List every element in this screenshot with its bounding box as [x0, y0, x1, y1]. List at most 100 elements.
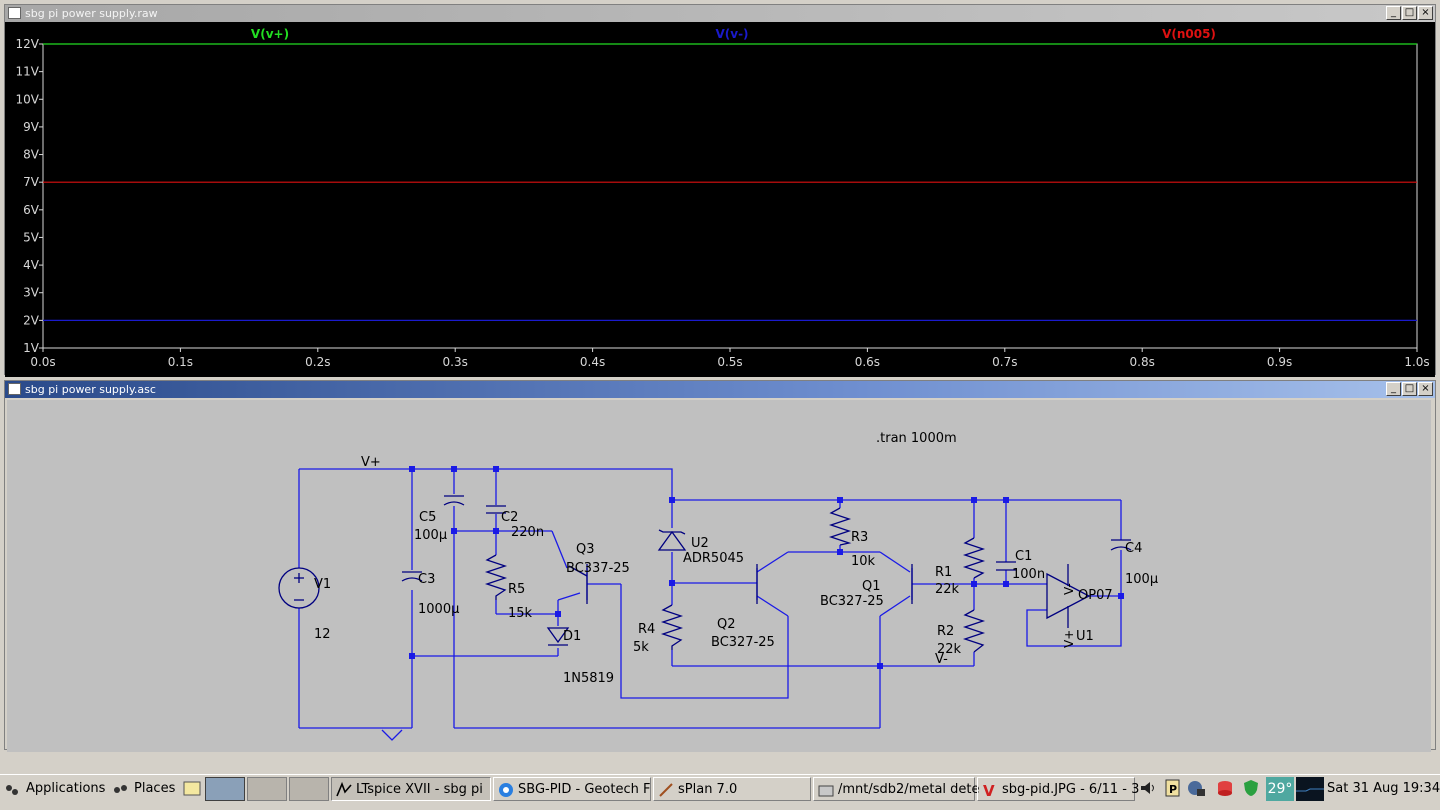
C2-ref: C2 — [501, 510, 518, 525]
ltspice-icon — [336, 781, 352, 798]
y-tick-label: 1V — [23, 341, 40, 355]
R1-ref: R1 — [935, 565, 952, 580]
junction-dots — [409, 466, 1124, 669]
waveform-icon — [8, 7, 21, 19]
U1-symbol[interactable] — [1046, 564, 1091, 628]
close-button[interactable]: × — [1418, 6, 1433, 20]
R1-value: 22k — [935, 582, 960, 597]
U2-symbol[interactable] — [657, 529, 687, 551]
workspace-1[interactable] — [205, 777, 245, 801]
network-icon[interactable] — [1187, 779, 1205, 797]
task-label: LTspice XVII - sbg pi — [356, 782, 483, 797]
C1-ref: C1 — [1015, 549, 1032, 564]
x-tick-label: 0.9s — [1267, 355, 1292, 369]
notes-launcher-icon[interactable] — [182, 777, 202, 801]
x-tick-label: 0.5s — [717, 355, 742, 369]
net-label-vplus: V+ — [361, 455, 381, 470]
C1-value: 100n — [1012, 567, 1045, 582]
svg-text:V: V — [983, 782, 995, 800]
Q1-ref: Q1 — [862, 579, 881, 594]
C5-ref: C5 — [419, 510, 436, 525]
y-tick-label: 3V — [23, 286, 40, 300]
x-tick-label: 0.1s — [168, 355, 193, 369]
clock[interactable]: Sat 31 Aug 19:34 — [1327, 781, 1440, 796]
y-tick-label: 5V — [23, 230, 40, 244]
minimize-button[interactable]: _ — [1386, 6, 1401, 20]
maximize-button[interactable]: □ — [1402, 6, 1417, 20]
C1-symbol[interactable] — [996, 561, 1016, 571]
applications-menu[interactable]: Applications — [4, 777, 108, 801]
y-tick-label: 6V — [23, 203, 40, 217]
workspace-3[interactable] — [289, 777, 329, 801]
Q3-symbol[interactable] — [568, 564, 588, 604]
volume-icon[interactable] — [1139, 779, 1157, 797]
y-tick-label: 2V — [23, 313, 40, 327]
viewer-icon: V — [982, 782, 998, 800]
maximize-button[interactable]: □ — [1402, 382, 1417, 396]
task-file-manager[interactable]: /mnt/sdb2/metal dete — [813, 777, 980, 801]
C2-symbol[interactable] — [486, 505, 506, 514]
C5-symbol[interactable] — [443, 495, 465, 506]
R3-symbol[interactable] — [828, 507, 852, 546]
R2-symbol[interactable] — [962, 609, 986, 653]
close-button[interactable]: × — [1418, 382, 1433, 396]
U2-value: ADR5045 — [683, 551, 744, 566]
component-symbols — [278, 495, 1132, 653]
tran-directive[interactable]: .tran 1000m — [876, 431, 957, 446]
y-tick-label: 11V — [16, 65, 40, 79]
trace-legend-label[interactable]: V(v+) — [251, 27, 289, 41]
U1-vplus-pin: V+ — [1062, 630, 1076, 648]
U1-ref: U1 — [1076, 629, 1094, 644]
clipboard-icon[interactable]: P — [1164, 779, 1182, 797]
weather-temperature[interactable]: 29° — [1266, 777, 1294, 801]
schematic-window-title: sbg pi power supply.asc — [25, 383, 156, 396]
C5-value: 100µ — [414, 528, 447, 543]
y-tick-label: 8V — [23, 148, 40, 162]
x-tick-label: 0.7s — [992, 355, 1017, 369]
y-tick-label: 10V — [16, 92, 40, 106]
taskbar: Applications Places LTspice XVII - sbg p… — [0, 774, 1440, 802]
workspace-2[interactable] — [247, 777, 287, 801]
plot-window-titlebar[interactable]: sbg pi power supply.raw _ □ × — [5, 5, 1435, 22]
V1-ref: V1 — [314, 577, 331, 592]
y-tick-label: 4V — [23, 258, 40, 272]
schematic-icon — [8, 383, 21, 395]
x-tick-label: 0.0s — [30, 355, 55, 369]
schematic-canvas[interactable]: .tran 1000m V+ V- V1 12 C3 1000µ C5 100µ… — [7, 400, 1431, 752]
D1-value: 1N5819 — [563, 671, 614, 686]
wires — [298, 468, 1122, 741]
places-label: Places — [134, 781, 176, 796]
task-label: SBG-PID - Geotech F — [518, 782, 651, 797]
R4-ref: R4 — [638, 622, 655, 637]
trace-legend-label[interactable]: V(n005) — [1162, 27, 1216, 41]
task-browser[interactable]: SBG-PID - Geotech F — [493, 777, 651, 801]
trace-legend-label[interactable]: V(v-) — [715, 27, 748, 41]
gnome-foot-icon — [4, 782, 20, 798]
x-tick-label: 0.2s — [305, 355, 330, 369]
R5-symbol[interactable] — [484, 554, 508, 600]
splan-icon — [658, 782, 674, 798]
Q1-value: BC327-25 — [820, 594, 884, 609]
task-image-viewer[interactable]: V sbg-pid.JPG - 6/11 - 3 — [977, 777, 1139, 801]
cpu-monitor-graph[interactable] — [1296, 777, 1324, 801]
task-splan[interactable]: sPlan 7.0 — [653, 777, 811, 801]
places-icon — [112, 782, 128, 798]
minimize-button[interactable]: _ — [1386, 382, 1401, 396]
R4-symbol[interactable] — [660, 604, 684, 650]
places-menu[interactable]: Places — [112, 777, 178, 801]
C2-value: 220n — [511, 525, 544, 540]
task-ltspice[interactable]: LTspice XVII - sbg pi — [331, 777, 491, 801]
V1-symbol[interactable] — [278, 567, 320, 609]
D1-symbol[interactable] — [546, 627, 570, 646]
C4-symbol[interactable] — [1110, 539, 1132, 551]
shield-icon[interactable] — [1242, 779, 1260, 797]
R1-symbol[interactable] — [962, 537, 986, 579]
U1-value: OP07 — [1078, 588, 1113, 603]
schematic-window-titlebar[interactable]: sbg pi power supply.asc _ □ × — [5, 381, 1435, 398]
R3-ref: R3 — [851, 530, 868, 545]
disk-icon[interactable] — [1216, 779, 1234, 797]
applications-label: Applications — [26, 781, 106, 796]
R4-value: 5k — [633, 640, 649, 655]
C3-symbol[interactable] — [401, 571, 423, 582]
